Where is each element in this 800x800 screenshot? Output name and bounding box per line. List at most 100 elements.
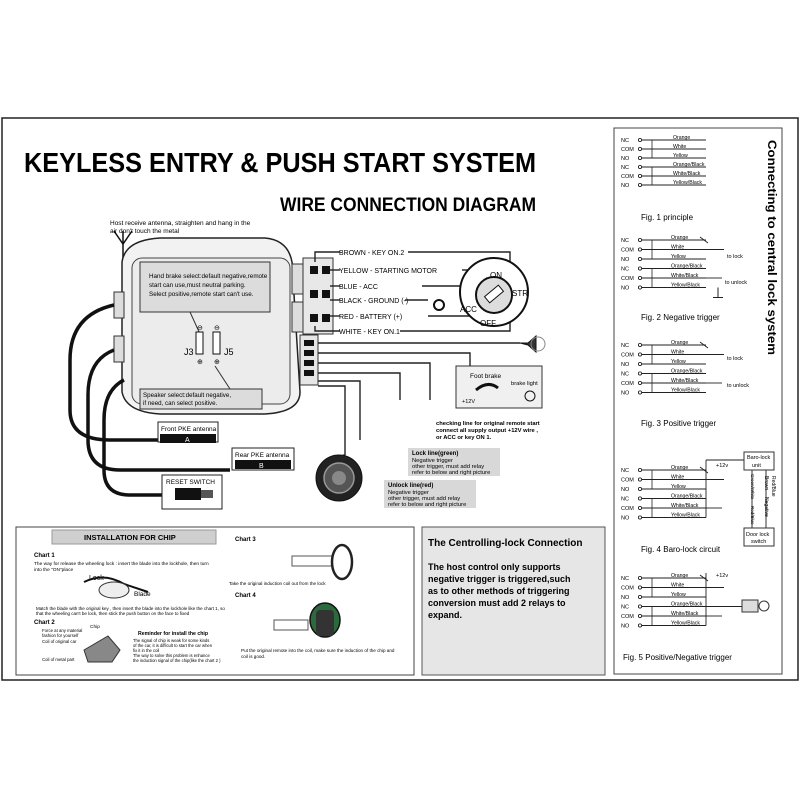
svg-text:+12v: +12v [716,463,728,469]
terminal-label: COM [621,353,634,359]
svg-text:Unlock line(red): Unlock line(red) [388,483,433,489]
svg-text:Lock line(green): Lock line(green) [412,451,458,457]
right-panel-title: Connecting to central lock system [765,140,779,355]
rear-antenna: Rear PKE antenna B [231,447,295,471]
terminal-label: NO [621,516,630,522]
wire-color-label: Yellow/Black [671,283,700,289]
terminal-label: NO [621,595,630,601]
fig4-caption: Fig. 4 Baro-lock circuit [641,545,721,554]
terminal-label: NC [621,343,629,349]
svg-text:Chart 1: Chart 1 [34,553,55,559]
wire-color-label: White [671,475,684,481]
central-lock-box: The Centrolling-lock Connection The host… [421,526,606,676]
unlock-line-note: Unlock line(red) Negative trigger other … [384,480,476,508]
svg-text:Force at any material: Force at any material [42,628,82,633]
terminal-label: COM [621,478,634,484]
terminal-label: NC [621,576,629,582]
fig5-caption: Fig. 5 Positive/Negative trigger [623,653,732,662]
terminal-label: NC [621,267,629,273]
wire-color-label: White [671,583,684,589]
terminal-label: COM [621,147,634,153]
terminal-label: NO [621,624,630,630]
jumper-j3: J3 [184,347,194,357]
wire-black: BLACK - GROUND (-) [339,298,408,305]
svg-text:The way for release the wheeli: The way for release the wheeling lock : … [34,561,209,567]
wire-color-label: Orange [671,235,688,241]
outer-frame [1,117,799,681]
svg-text:conversion must add 2 relays: conversion must add 2 relays to [428,598,566,608]
fig1-caption: Fig. 1 principle [641,213,694,222]
terminal-label: COM [621,586,634,592]
terminal-label: NO [621,391,630,397]
wire-color-label: White/Black [671,503,699,509]
svg-text:connect all supply output +12V: connect all supply output +12V wire , [436,428,538,434]
jumper-j5: J5 [224,347,234,357]
svg-text:expand.: expand. [428,610,462,620]
page-subtitle: WIRE CONNECTION DIAGRAM [280,195,536,216]
wire-color-label: White/Black [671,378,699,384]
terminal-label: COM [621,174,634,180]
wire-color-label: Orange/Black [673,162,705,168]
lower-wires [318,342,520,455]
svg-text:Baro-lock: Baro-lock [747,455,770,461]
reset-switch: RESET SWITCH [161,474,223,510]
antenna-note-line2: air don't touch the metal [110,228,180,235]
wire-color-label: Orange [673,135,690,141]
svg-text:+12V: +12V [462,399,475,405]
brake-panel: Foot brake brake light +12V [455,365,543,409]
terminal-label: NC [621,165,629,171]
svg-text:⊖: ⊖ [197,325,203,332]
page-title: KEYLESS ENTRY & PUSH START SYSTEM [24,147,536,178]
wire-color-label: Yellow/Black [673,180,702,186]
svg-text:that the wheeling can't be loc: that the wheeling can't be lock, then st… [36,611,190,616]
wire-color-label: Yellow/Black [671,621,700,627]
wire-color-label: Orange/Black [671,369,703,375]
fig3-caption: Fig. 3 Positive trigger [641,419,716,428]
antenna-cables [68,303,230,497]
wire-color-label: Orange/Black [671,264,703,270]
lock-line-note: Lock line(green) Negative trigger other … [408,448,500,476]
front-antenna-tag: A [185,437,190,444]
svg-text:Match the blade with the origi: Match the blade with the original key , … [36,606,225,611]
hand-brake-note-3: Select positive,remote start can't use. [149,291,254,298]
terminal-label: COM [621,276,634,282]
wire-color-label: Yellow [671,592,686,598]
terminal-label: NC [621,138,629,144]
svg-text:⊖: ⊖ [214,325,220,332]
wire-color-label: Yellow/Black [671,513,700,519]
svg-text:or ACC or key ON 1.: or ACC or key ON 1. [436,435,492,441]
wire-color-label: Orange/Black [671,602,703,608]
wire-color-label: Orange [671,573,688,579]
main-module: Host receive antenna, straighten and han… [110,220,319,415]
svg-text:Chip: Chip [90,624,100,630]
svg-text:negative trigger is triggered,: negative trigger is triggered,such [428,574,571,584]
svg-text:RESET SWITCH: RESET SWITCH [166,479,215,486]
terminal-label: COM [621,381,634,387]
svg-text:checking line for original rem: checking line for original remote start [436,421,540,427]
central-lock-panel: Connecting to central lock system NC Oran… [613,127,783,675]
wire-color-label: Yellow [671,484,686,490]
wire-blue: BLUE - ACC [339,284,378,291]
svg-text:refer to below and right pictu: refer to below and right picture [388,502,466,508]
wire-yellow: YELLOW - STARTING MOTOR [339,268,437,275]
svg-text:Front PKE antenna: Front PKE antenna [161,426,217,433]
wire-color-label: White [671,350,684,356]
svg-text:Chart 3: Chart 3 [235,537,256,543]
wire-brown: BROWN - KEY ON.2 [339,250,404,257]
wire-color-label: White/Black [671,611,699,617]
svg-text:to unlock: to unlock [727,383,749,389]
terminal-label: COM [621,248,634,254]
speaker-note-2: if need, can select positive. [143,400,218,407]
svg-text:Negative: Negative [763,497,769,517]
svg-text:Chart 4: Chart 4 [235,593,256,599]
ignition-off: OFF [480,319,496,328]
svg-text:brake light: brake light [511,381,538,387]
svg-text:to unlock: to unlock [725,280,747,286]
front-antenna: Front PKE antenna A [157,421,219,444]
svg-text:Blade: Blade [134,591,151,598]
svg-text:The signal of chip is weak for: The signal of chip is weak for some kind… [133,638,209,643]
